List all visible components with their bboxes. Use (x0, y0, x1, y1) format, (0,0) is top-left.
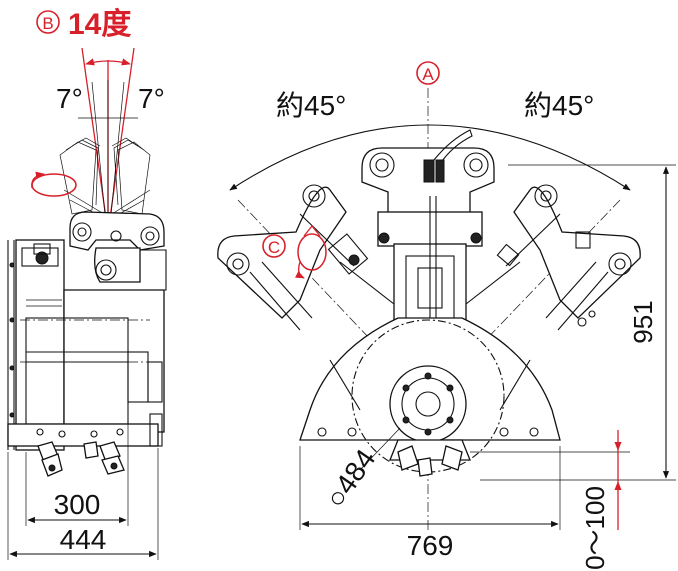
lower-frame (299, 317, 561, 477)
rotation-arc (229, 124, 631, 191)
dim-444: 444 (60, 524, 107, 555)
top-bracket (361, 129, 495, 215)
tilt-angle-label: 14度 (68, 8, 131, 41)
rotation-indicator (31, 173, 77, 197)
side-view: B 14度 7° 7° (7, 8, 167, 560)
dim-300: 300 (54, 489, 101, 520)
dim-travel: 0〜100 (580, 486, 610, 570)
mark-b-letter: B (42, 14, 53, 33)
side-plate-left (15, 239, 65, 451)
right-tilt-label: 7° (138, 83, 165, 114)
mark-c: C (262, 224, 327, 279)
left-tilt-label: 7° (56, 83, 83, 114)
tilted-jaws (59, 137, 151, 219)
mark-a: A (416, 61, 440, 85)
mark-c-letter: C (268, 238, 280, 257)
left-arm (217, 184, 369, 331)
dim-484: ○484 (320, 444, 382, 514)
hydraulic-fittings (37, 441, 125, 477)
dim-951: 951 (628, 300, 658, 343)
tilt-arc (85, 58, 131, 66)
right-arm (496, 184, 641, 331)
mark-b: B (36, 10, 60, 34)
right-rotation-label: 約45° (524, 90, 594, 121)
left-rotation-label: 約45° (276, 90, 346, 121)
front-view: A 約45° 約45° (217, 61, 676, 570)
mark-a-letter: A (422, 65, 434, 84)
dim-769: 769 (407, 530, 454, 561)
